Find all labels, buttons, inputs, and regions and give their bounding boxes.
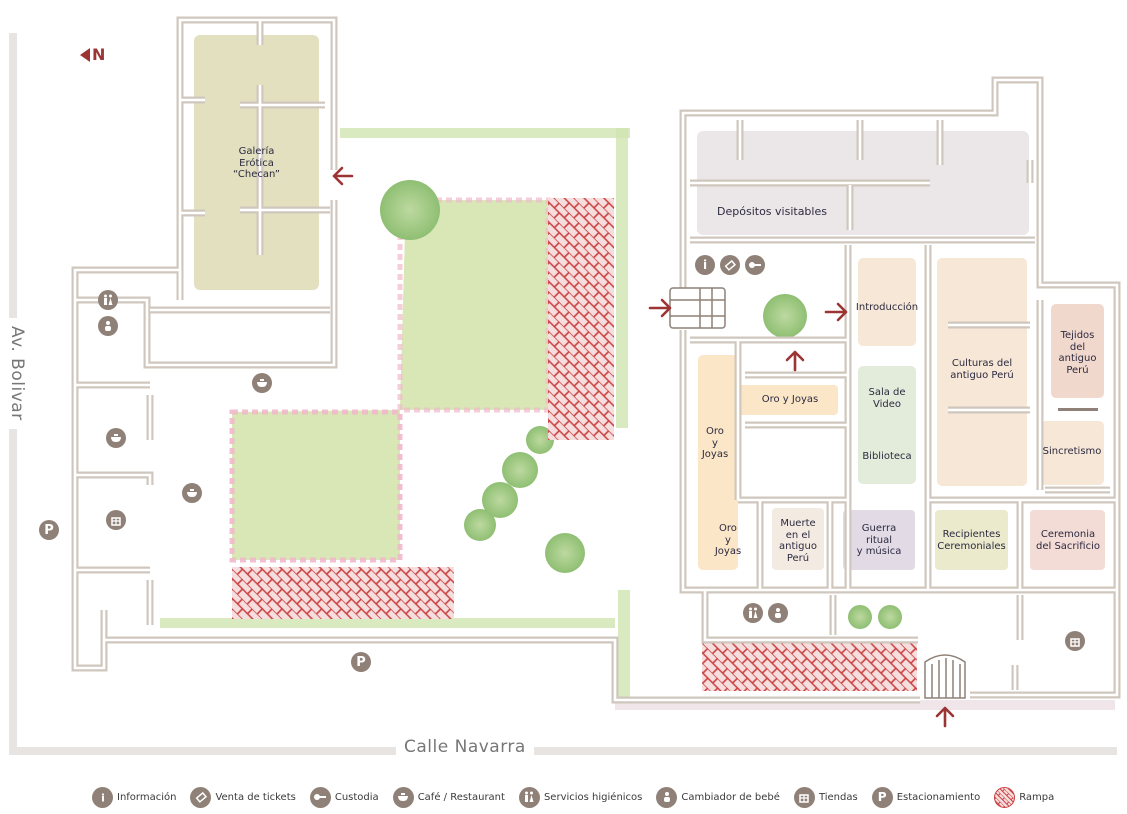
arrow-introduccion-icon bbox=[824, 302, 848, 322]
room-oro-joyas-top: Oro y Joyas bbox=[761, 394, 819, 405]
arrow-gate-icon bbox=[935, 706, 955, 728]
entrance-gate-icon bbox=[924, 654, 966, 699]
room-sala-video: Sala de Video bbox=[868, 387, 906, 410]
cafe-icon bbox=[182, 483, 202, 503]
room-sincretismo: Sincretismo bbox=[1042, 446, 1102, 457]
legend-label: Café / Restaurant bbox=[417, 791, 505, 803]
ramps bbox=[232, 198, 917, 691]
room-introduccion: Introducción bbox=[855, 302, 919, 313]
direction-arrows bbox=[332, 166, 955, 728]
room-oro-joyas-left-2: Oro y Joyas bbox=[714, 523, 742, 557]
legend-label: Estacionamiento bbox=[896, 791, 981, 803]
room-tejidos: Tejidos del antiguo Perú bbox=[1058, 330, 1097, 376]
legend-label: Custodia bbox=[334, 791, 379, 803]
gift-icon bbox=[793, 786, 815, 808]
room-culturas: Culturas del antiguo Perú bbox=[950, 358, 1014, 381]
room-ceremonia: Ceremonia del Sacrificio bbox=[1035, 529, 1100, 552]
legend-item-info: i Información bbox=[92, 786, 177, 808]
baby-icon bbox=[98, 316, 118, 336]
legend-item-baby: Cambiador de bebé bbox=[656, 786, 780, 808]
room-recipientes: Recipientes Ceremoniales bbox=[937, 529, 1006, 552]
street-calle-navarra: Calle Navarra bbox=[396, 737, 534, 757]
ticket-icon bbox=[720, 255, 740, 275]
arrow-entrance-icon bbox=[648, 298, 672, 318]
cafe-icon bbox=[106, 428, 126, 448]
north-arrow-icon bbox=[80, 47, 90, 62]
restroom-icon bbox=[743, 603, 763, 623]
wall-inner bbox=[73, 18, 1119, 702]
legend-label: Tiendas bbox=[818, 791, 858, 803]
legend-label: Información bbox=[117, 791, 177, 803]
parking-icon: P bbox=[351, 652, 371, 672]
legend-label: Cambiador de bebé bbox=[681, 791, 780, 803]
restroom-icon bbox=[98, 290, 118, 310]
svg-text:i: i bbox=[101, 792, 105, 804]
restroom-icon bbox=[518, 786, 540, 808]
baby-icon bbox=[768, 603, 788, 623]
garden bbox=[160, 128, 1115, 710]
arrow-oro-icon bbox=[785, 350, 805, 372]
baby-icon bbox=[656, 786, 678, 808]
info-icon: i bbox=[92, 786, 113, 808]
gift-icon bbox=[1065, 631, 1085, 651]
parking-icon: P bbox=[871, 786, 893, 808]
key-icon bbox=[309, 786, 331, 808]
room-oro-joyas-left-1: Oro y Joyas bbox=[701, 426, 729, 460]
arrow-galeria-icon bbox=[332, 166, 354, 186]
room-galeria: Galería Erótica “Checan” bbox=[233, 146, 280, 180]
parking-icon: P bbox=[39, 520, 59, 540]
legend-item-parking: P Estacionamiento bbox=[871, 786, 981, 808]
turnstile-icon bbox=[669, 287, 726, 329]
room-muerte: Muerte en el antiguo Perú bbox=[779, 518, 817, 564]
legend-item-ramp: Rampa bbox=[994, 786, 1055, 808]
legend-item-restrooms: Servicios higiénicos bbox=[518, 786, 643, 808]
room-guerra: Guerra ritual y música bbox=[856, 523, 902, 557]
legend-item-cafe: Café / Restaurant bbox=[392, 786, 505, 808]
north-label: N bbox=[92, 45, 106, 64]
legend-label: Rampa bbox=[1019, 791, 1055, 803]
room-depositos: Depósitos visitables bbox=[717, 205, 827, 218]
legend-item-shops: Tiendas bbox=[793, 786, 858, 808]
cafe-icon bbox=[252, 373, 272, 393]
cafe-icon bbox=[392, 786, 414, 808]
map-legend: i Información Venta de tickets Custodia … bbox=[92, 783, 1054, 811]
north-indicator: N bbox=[80, 45, 105, 64]
legend-label: Servicios higiénicos bbox=[543, 791, 643, 803]
legend-item-custodia: Custodia bbox=[309, 786, 379, 808]
key-icon bbox=[745, 255, 765, 275]
info-icon: i bbox=[695, 255, 715, 275]
legend-item-tickets: Venta de tickets bbox=[190, 786, 296, 808]
legend-label: Venta de tickets bbox=[215, 791, 296, 803]
gift-icon bbox=[106, 510, 126, 530]
street-av-bolivar: Av. Bolivar bbox=[7, 318, 27, 429]
ticket-icon bbox=[190, 786, 212, 808]
ramp-icon bbox=[994, 786, 1016, 808]
tejidos-divider bbox=[1058, 408, 1098, 411]
room-biblioteca: Biblioteca bbox=[862, 451, 912, 462]
